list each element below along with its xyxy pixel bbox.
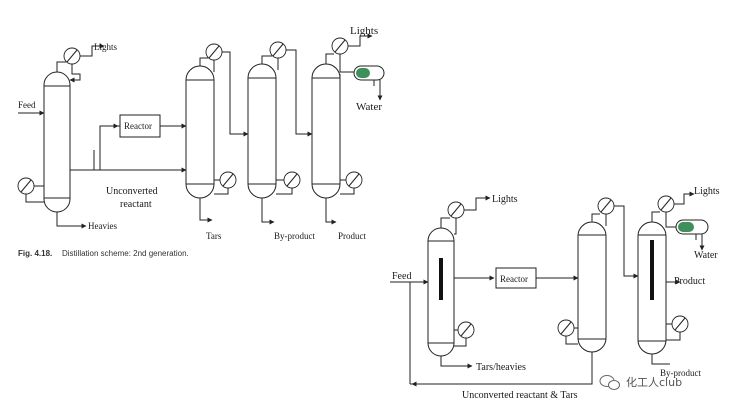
d2-product-label: Product [674, 276, 705, 287]
d1-feed-label: Feed [18, 100, 36, 110]
column-b [577, 221, 607, 353]
d1-reactor-label: Reactor [124, 121, 152, 131]
d1-water-label: Water [356, 101, 382, 113]
column-a-packing [439, 258, 443, 300]
d1-lights-right-label: Lights [350, 25, 378, 37]
d2-byproduct-label: By-product [660, 368, 701, 378]
d2-unconverted-tars-label: Unconverted reactant & Tars [462, 390, 578, 401]
d2-reactor-label: Reactor [500, 274, 528, 284]
d1-lights-left-label: Lights [94, 42, 117, 52]
diagram-2: Feed Lights Reactor Tars/heavies Unconve… [390, 186, 720, 401]
d2-tars-heavies-label: Tars/heavies [476, 362, 526, 373]
column-2 [185, 65, 215, 199]
d2-water-label: Water [694, 250, 718, 261]
wechat-icon [599, 375, 620, 390]
column-3 [247, 63, 277, 199]
d1-tars-label: Tars [206, 231, 222, 241]
diagram-1: Feed Lights Heavies Reactor Unconverted … [17, 25, 385, 258]
figure-caption-text: Distillation scheme: 2nd generation. [62, 249, 189, 258]
column-1 [43, 71, 71, 213]
watermark-text: 化工人club [626, 375, 682, 389]
d2-feed-label: Feed [392, 271, 411, 282]
cooler-fill-2 [678, 222, 694, 232]
d1-byproduct-label: By-product [274, 231, 315, 241]
column-4 [311, 63, 341, 199]
watermark: 化工人club [599, 375, 682, 390]
d1-reactant-label: reactant [120, 199, 152, 210]
d2-lights-left-label: Lights [492, 194, 518, 205]
d1-heavies-label: Heavies [88, 221, 117, 231]
d1-unconverted-label: Unconverted [106, 186, 158, 197]
d2-lights-right-label: Lights [694, 186, 720, 197]
column-c-packing [650, 240, 654, 300]
d1-product-label: Product [338, 231, 366, 241]
figure-caption-number: Fig. 4.18. [18, 249, 52, 258]
cooler-fill-1 [356, 68, 370, 78]
